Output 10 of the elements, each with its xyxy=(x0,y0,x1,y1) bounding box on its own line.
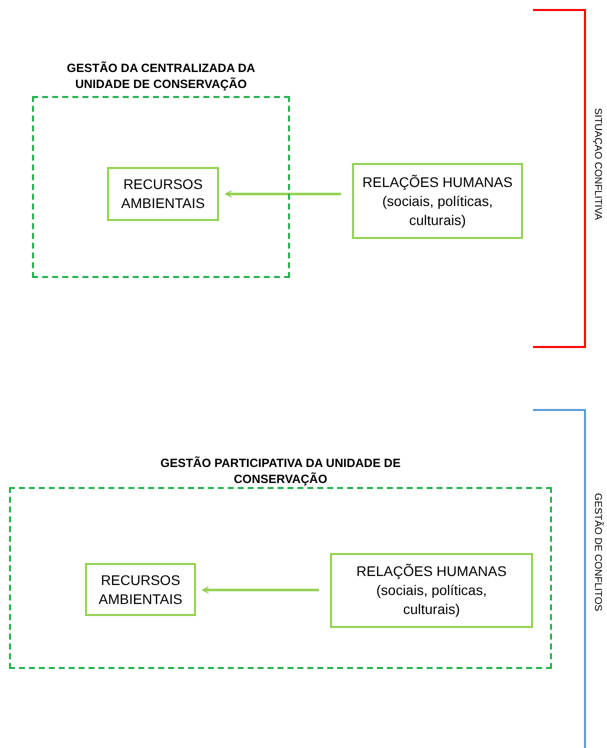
group-heading: GESTÃO DA CENTRALIZADA DA UNIDADE DE CONSERVAÇÃO xyxy=(66,60,256,92)
bracket-label: SITUAÇAO CONFLITIVA xyxy=(592,108,603,220)
arrow xyxy=(225,190,341,198)
process-box: RECURSOS AMBIENTAIS xyxy=(107,167,219,221)
group-heading: GESTÃO PARTICIPATIVA DA UNIDADE DE CONSERVAÇÃO xyxy=(159,455,402,487)
process-box: RELAÇÕES HUMANAS (sociais, políticas, culturais) xyxy=(352,163,523,239)
process-box: RELAÇÕES HUMANAS (sociais, políticas, culturais) xyxy=(330,553,533,628)
arrow xyxy=(202,586,319,594)
bracket-label: GESTÃO DE CONFLITOS xyxy=(592,493,603,612)
process-box: RECURSOS AMBIENTAIS xyxy=(85,563,196,616)
